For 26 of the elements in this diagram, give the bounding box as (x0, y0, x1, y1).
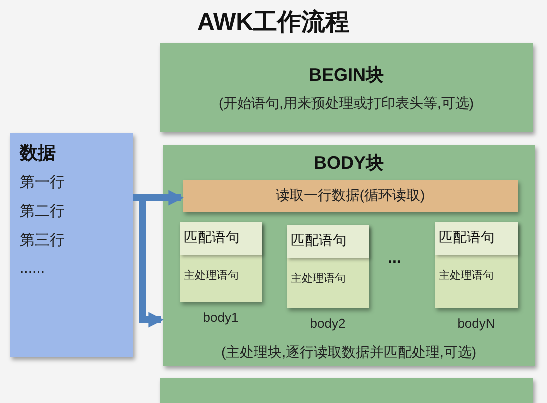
statement-label: 主处理语句 (291, 272, 346, 286)
data-box (10, 133, 133, 357)
body-label: body1 (202, 310, 240, 325)
row-label: 第三行 (20, 231, 65, 250)
block-box (160, 378, 533, 403)
body-label: bodyN (456, 316, 496, 331)
block-title: BEGIN块 (308, 64, 385, 87)
match-statement-box: 匹配语句 (435, 222, 518, 255)
statement-label: 主处理语句 (439, 268, 494, 283)
row-label: 第二行 (20, 202, 65, 221)
block-box (160, 43, 533, 132)
ellipsis-label: ... (388, 250, 402, 268)
block-box (163, 145, 535, 366)
heading: 数据 (20, 142, 56, 165)
statement-label: 主处理语句 (184, 268, 239, 283)
block-description: (主处理块,逐行读取数据并匹配处理,可选) (220, 344, 478, 362)
match-statement-box: 匹配语句 (180, 222, 262, 255)
block-title: BODY块 (312, 152, 385, 175)
title: AWK工作流程 (196, 8, 350, 38)
process-bar (183, 180, 518, 212)
block-description: (开始语句,用来预处理或打印表头等,可选) (218, 95, 476, 113)
bar-label: 读取一行数据(循环读取) (274, 187, 426, 205)
row-label: ...... (20, 260, 46, 277)
body-label: body2 (309, 316, 347, 331)
match-statement-box: 匹配语句 (287, 225, 369, 258)
row-label: 第一行 (20, 173, 65, 192)
